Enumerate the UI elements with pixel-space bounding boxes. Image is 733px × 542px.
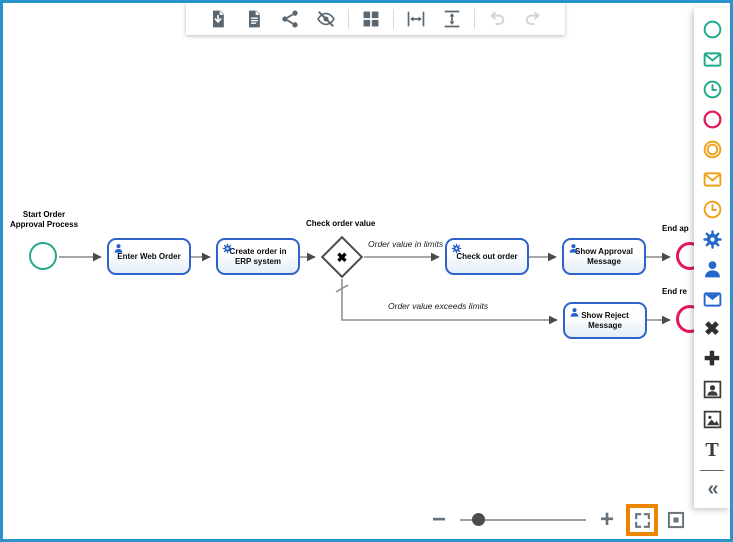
- task-label: Check out order: [456, 251, 518, 261]
- start-event-label: Start Order Approval Process: [9, 210, 79, 230]
- task-label: Show Reject Message: [581, 310, 629, 330]
- palette-divider: [700, 470, 724, 471]
- service-task-tool[interactable]: [699, 228, 725, 251]
- end-event-approval-label: End ap: [662, 224, 689, 233]
- text-tool[interactable]: T: [705, 438, 719, 461]
- share-icon[interactable]: [272, 6, 308, 32]
- message-start-event-tool[interactable]: [699, 48, 725, 71]
- intermediate-event-tool[interactable]: [699, 138, 725, 161]
- task-label: Show Approval Message: [575, 246, 633, 266]
- gear-icon: [222, 243, 233, 254]
- task-label: Create order in ERP system: [229, 246, 287, 266]
- start-event[interactable]: [29, 242, 57, 270]
- image-tool[interactable]: [699, 408, 725, 431]
- task-show-reject-message[interactable]: Show Reject Message: [563, 302, 647, 339]
- user-image-tool[interactable]: [699, 378, 725, 401]
- flow-label-exceeds-limits: Order value exceeds limits: [388, 301, 489, 311]
- zoom-in-button[interactable]: +: [600, 506, 615, 533]
- toolbar-separator: [474, 9, 475, 29]
- frame-view-button[interactable]: [662, 506, 690, 534]
- fit-width-icon[interactable]: [398, 6, 434, 32]
- task-label: Enter Web Order: [117, 251, 181, 261]
- end-event-tool[interactable]: [699, 108, 725, 131]
- user-icon: [568, 243, 579, 254]
- message-intermediate-event-tool[interactable]: [699, 168, 725, 191]
- timer-intermediate-event-tool[interactable]: [699, 198, 725, 221]
- undo-icon[interactable]: [479, 6, 515, 32]
- zoom-controls: − +: [432, 503, 690, 537]
- gateway-x-marker[interactable]: ✖: [336, 250, 348, 265]
- timer-start-event-tool[interactable]: [699, 78, 725, 101]
- collapse-palette-button[interactable]: «: [707, 477, 718, 500]
- send-task-tool[interactable]: [699, 288, 725, 311]
- shape-palette: ✖ ✚ T «: [694, 8, 730, 508]
- zoom-slider[interactable]: [460, 513, 587, 526]
- toolbar-separator: [393, 9, 394, 29]
- flow-label-in-limits: Order value in limits: [368, 239, 444, 249]
- gateway-label: Check order value: [306, 219, 376, 228]
- zoom-slider-knob[interactable]: [472, 513, 486, 526]
- start-event-tool[interactable]: [699, 18, 725, 41]
- toolbar-separator: [348, 9, 349, 29]
- task-create-order-erp[interactable]: Create order in ERP system: [216, 238, 300, 275]
- redo-icon[interactable]: [515, 6, 551, 32]
- hide-preview-icon[interactable]: [308, 6, 344, 32]
- task-check-out-order[interactable]: Check out order: [445, 238, 529, 275]
- fit-height-icon[interactable]: [434, 6, 470, 32]
- task-enter-web-order[interactable]: Enter Web Order: [107, 238, 191, 275]
- gear-icon: [451, 243, 462, 254]
- download-file-icon[interactable]: [200, 6, 236, 32]
- end-event-reject-label: End re: [662, 287, 687, 296]
- default-flow-marker: [335, 284, 349, 293]
- flow-gateway-to-show-reject[interactable]: [341, 279, 558, 325]
- zoom-out-button[interactable]: −: [432, 506, 447, 533]
- user-icon: [569, 307, 580, 318]
- grid-icon[interactable]: [353, 6, 389, 32]
- task-show-approval-message[interactable]: Show Approval Message: [562, 238, 646, 275]
- fit-to-screen-button[interactable]: [626, 504, 659, 536]
- document-icon[interactable]: [236, 6, 272, 32]
- parallel-gateway-tool[interactable]: ✚: [704, 349, 720, 370]
- user-icon: [113, 243, 124, 254]
- user-task-tool[interactable]: [699, 258, 725, 281]
- top-toolbar: [186, 3, 565, 35]
- exclusive-gateway-tool[interactable]: ✖: [704, 319, 720, 340]
